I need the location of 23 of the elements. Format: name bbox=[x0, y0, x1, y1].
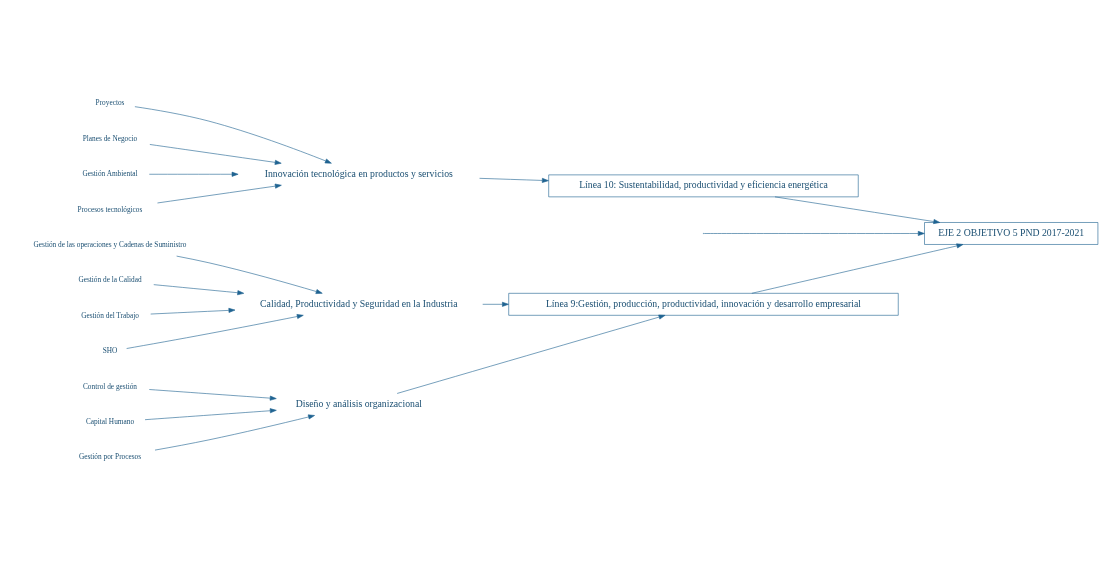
arrow bbox=[751, 243, 964, 294]
arrow bbox=[149, 171, 239, 177]
arrow bbox=[153, 284, 245, 296]
arrow bbox=[482, 301, 509, 307]
node-text: Diseño y análisis organizacional bbox=[295, 397, 422, 409]
arrow bbox=[703, 231, 925, 236]
arrow bbox=[150, 307, 236, 315]
node-box: Línea 9:Gestión, producción, productividad, innovación y desarrollo empresarial bbox=[508, 293, 899, 316]
arrow bbox=[157, 183, 282, 204]
arrow bbox=[126, 314, 304, 349]
node-box: Línea 10: Sustentabilidad, productividad y eficiencia energética bbox=[548, 174, 859, 198]
node-text: Calidad, Productividad y Seguridad en la Industria bbox=[260, 297, 458, 309]
arrow bbox=[144, 408, 277, 420]
arrow bbox=[149, 144, 282, 165]
arrow bbox=[396, 314, 666, 394]
arrow bbox=[134, 106, 332, 164]
node-box: EJE 2 OBJETIVO 5 PND 2017-2021 bbox=[924, 222, 1099, 245]
arrow bbox=[774, 196, 941, 224]
arrow bbox=[149, 389, 277, 401]
arrow bbox=[154, 414, 315, 451]
arrow bbox=[479, 178, 549, 183]
arrow bbox=[176, 255, 323, 294]
node-text: Innovación tecnológica en productos y servicios bbox=[264, 167, 453, 179]
